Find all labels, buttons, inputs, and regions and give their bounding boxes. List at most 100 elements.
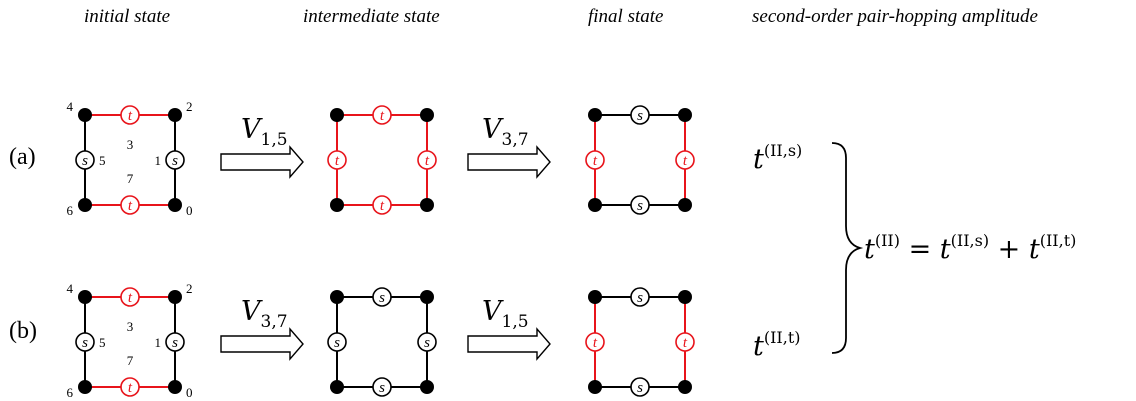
bond-left-label: t: [335, 153, 340, 169]
site-bl: [330, 380, 344, 394]
bond-right-circle: [417, 150, 437, 170]
bond-left-label: t: [593, 153, 598, 169]
site-label-center-top: 3: [127, 137, 134, 152]
bond-right-label: s: [172, 153, 178, 169]
site-label-tr: 2: [186, 281, 193, 296]
site-label-center-top: 3: [127, 319, 134, 334]
site-label-bl: 6: [67, 203, 74, 218]
bond-bottom-circle: [630, 195, 650, 215]
site-label-center-bottom: 7: [127, 353, 134, 368]
site-tl: [330, 290, 344, 304]
curly-brace: [831, 142, 864, 354]
site-label-left: 5: [99, 335, 106, 350]
site-tl: [588, 108, 602, 122]
bond-right-label: s: [172, 335, 178, 351]
bond-top-circle: [120, 105, 140, 125]
site-br: [168, 380, 182, 394]
bond-bottom-circle: [120, 377, 140, 397]
site-bl: [588, 380, 602, 394]
bond-left-circle: [327, 332, 347, 352]
arrow-2-b: [467, 327, 551, 361]
bond-bottom-circle: [372, 195, 392, 215]
bond-bottom-label: t: [128, 198, 133, 214]
site-tr: [678, 108, 692, 122]
site-label-right: 1: [155, 335, 162, 350]
site-br: [678, 380, 692, 394]
bond-right-circle: [165, 332, 185, 352]
site-br: [420, 380, 434, 394]
bond-right-circle: [675, 332, 695, 352]
operator-1-label-a: V1,5: [241, 114, 288, 150]
site-br: [678, 198, 692, 212]
bond-bottom-label: s: [379, 380, 385, 396]
site-br: [420, 198, 434, 212]
site-label-tr: 2: [186, 99, 193, 114]
bond-left-circle: [327, 150, 347, 170]
bond-left-label: s: [334, 335, 340, 351]
amplitude-label-a: t(II,s): [753, 141, 802, 175]
bond-right-label: s: [424, 335, 430, 351]
total-amplitude-equation: t(II) = t(II,s) + t(II,t): [864, 231, 1076, 265]
bond-top-circle: [120, 287, 140, 307]
bond-left-label: t: [593, 335, 598, 351]
operator-1-label-b: V3,7: [241, 296, 288, 332]
operator-2-label-b: V1,5: [482, 296, 529, 332]
site-label-center-bottom: 7: [127, 171, 134, 186]
site-label-right: 1: [155, 153, 162, 168]
header-final-state: final state: [588, 6, 664, 27]
row-label-b: (b): [9, 318, 37, 344]
site-tr: [678, 290, 692, 304]
bond-bottom-label: s: [637, 380, 643, 396]
bond-top-label: t: [128, 108, 133, 124]
site-bl: [78, 380, 92, 394]
site-tr: [168, 108, 182, 122]
header-initial-state: initial state: [84, 6, 171, 27]
bond-right-circle: [675, 150, 695, 170]
site-tl: [78, 108, 92, 122]
bond-left-circle: [75, 150, 95, 170]
bond-left-circle: [75, 332, 95, 352]
site-tr: [168, 290, 182, 304]
site-bl: [78, 198, 92, 212]
site-br: [168, 198, 182, 212]
plaquette-intermediate-b: s s s s: [327, 287, 437, 397]
header-intermediate-state: intermediate state: [303, 6, 440, 27]
bond-top-circle: [630, 287, 650, 307]
bond-bottom-label: s: [637, 198, 643, 214]
bond-right-circle: [417, 332, 437, 352]
bond-top-label: s: [637, 290, 643, 306]
bond-top-circle: [372, 105, 392, 125]
bond-top-label: s: [379, 290, 385, 306]
site-label-bl: 6: [67, 385, 74, 400]
bond-left-label: s: [82, 153, 88, 169]
site-tl: [78, 290, 92, 304]
bond-right-label: t: [683, 153, 688, 169]
arrow-2-a: [467, 145, 551, 179]
site-label-br: 0: [186, 203, 193, 218]
arrow-1-b: [220, 327, 304, 361]
site-label-br: 0: [186, 385, 193, 400]
bond-bottom-circle: [372, 377, 392, 397]
bond-top-circle: [630, 105, 650, 125]
row-label-a: (a): [9, 144, 36, 170]
site-bl: [330, 198, 344, 212]
bond-top-circle: [372, 287, 392, 307]
bond-bottom-label: t: [380, 198, 385, 214]
site-label-tl: 4: [67, 99, 74, 114]
operator-2-label-a: V3,7: [482, 114, 529, 150]
bond-top-label: t: [128, 290, 133, 306]
amplitude-label-b: t(II,t): [753, 328, 801, 362]
bond-bottom-circle: [120, 195, 140, 215]
header-amplitude: second-order pair-hopping amplitude: [752, 6, 1038, 27]
site-label-tl: 4: [67, 281, 74, 296]
site-bl: [588, 198, 602, 212]
site-tl: [588, 290, 602, 304]
arrow-1-a: [220, 145, 304, 179]
bond-right-label: t: [425, 153, 430, 169]
site-tl: [330, 108, 344, 122]
